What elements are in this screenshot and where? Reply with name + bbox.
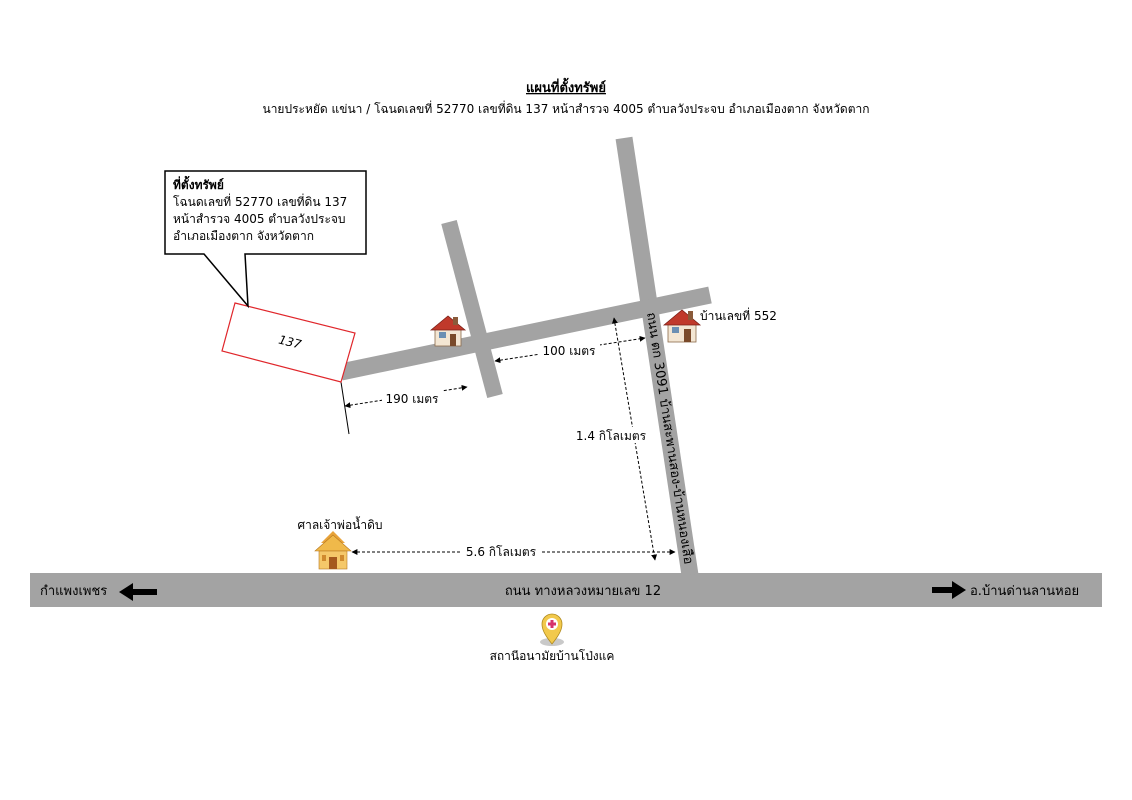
house-552-label: บ้านเลขที่ 552	[700, 307, 777, 323]
highway-12	[30, 573, 1102, 607]
shrine-icon	[314, 531, 352, 570]
callout-line1: โฉนดเลขที่ 52770 เลขที่ดิน 137	[173, 193, 347, 209]
highway-12-label: ถนน ทางหลวงหมายเลข 12	[505, 584, 661, 599]
arrow-left-icon	[119, 583, 157, 601]
distance-5-6km-bg	[461, 543, 541, 559]
east-destination-label: อ.บ้านด่านลานหอย	[970, 584, 1079, 599]
callout-line3: อำเภอเมืองตาก จังหวัดตาก	[173, 229, 314, 243]
distance-100m-label: 100 เมตร	[543, 344, 597, 358]
parcel-label: 137	[277, 333, 303, 352]
distance-190m-label: 190 เมตร	[386, 392, 440, 406]
map-title: แผนที่ตั้งทรัพย์	[526, 77, 606, 96]
west-destination-label: กำแพงเพชร	[40, 584, 107, 599]
side-road	[441, 219, 503, 399]
parcel-137	[221, 302, 356, 383]
connector-road	[339, 286, 712, 381]
distance-190m-bg	[382, 390, 442, 406]
map-subtitle: นายประหยัด แข่นา / โฉนดเลขที่ 52770 เลขท…	[262, 100, 869, 116]
house-552-icon	[662, 309, 702, 343]
distance-1-4km-bg	[573, 427, 649, 443]
callout-line2: หน้าสำรวจ 4005 ตำบลวังประจบ	[173, 212, 346, 226]
boundary-line	[340, 381, 350, 435]
health-center-pin-icon	[540, 613, 564, 646]
road-3091-label: ถนน ตก 3091 บ้านสะพานสอง-บ้านหนองเสือ	[643, 311, 696, 565]
distance-100m-bg	[538, 342, 600, 358]
shrine-label: ศาลเจ้าพ่อน้ำดิบ	[297, 516, 382, 532]
distance-5-6km-label: 5.6 กิโลเมตร	[466, 545, 537, 559]
location-callout	[164, 170, 367, 309]
arrow-right-icon	[932, 581, 966, 599]
callout-heading: ที่ตั้งทรัพย์	[173, 175, 224, 192]
house-icon	[429, 315, 467, 347]
distance-1-4km-label: 1.4 กิโลเมตร	[576, 429, 647, 443]
health-center-label: สถานีอนามัยบ้านโป่งแค	[490, 649, 615, 663]
